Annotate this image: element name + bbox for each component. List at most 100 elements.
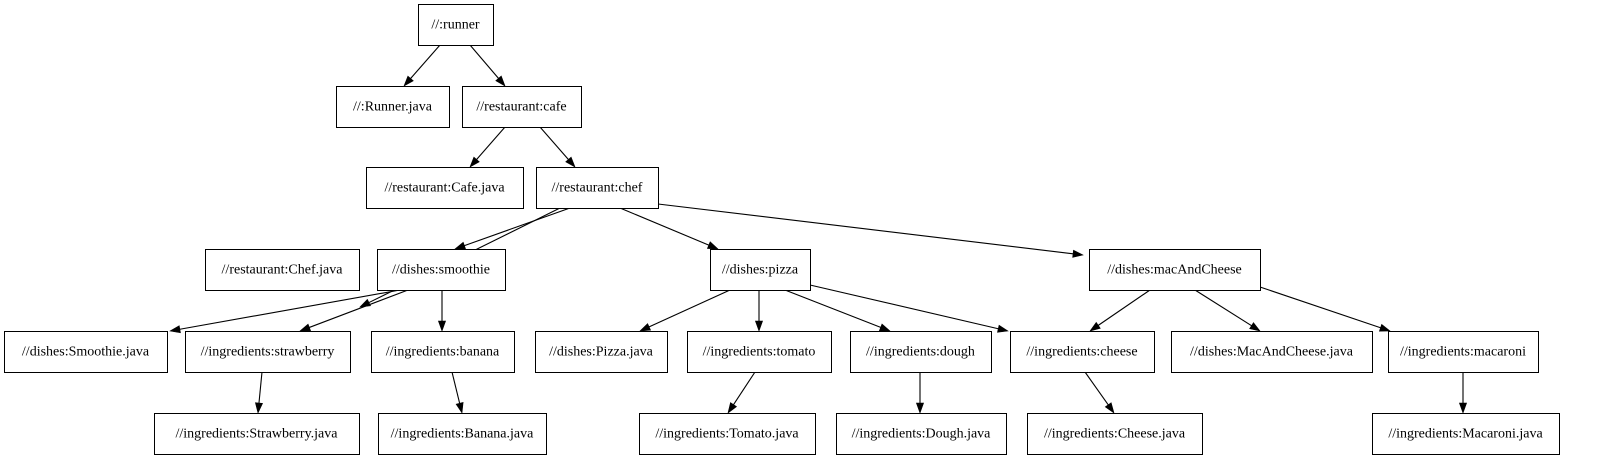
- node-box[interactable]: [536, 167, 659, 209]
- node-box[interactable]: [371, 331, 515, 373]
- node-label: //restaurant:cafe: [476, 100, 566, 115]
- edge-line: [648, 289, 731, 328]
- graph-node-dough[interactable]: //ingredients:dough: [850, 331, 992, 373]
- edge-arrowhead-icon: [1072, 249, 1084, 258]
- edge-arrowhead-icon: [727, 402, 738, 414]
- node-box[interactable]: [4, 331, 168, 373]
- edge-arrowhead-icon: [495, 75, 506, 87]
- node-box[interactable]: [418, 4, 494, 46]
- edge-arrowhead-icon: [169, 325, 181, 334]
- graph-edge: [784, 289, 891, 332]
- graph-node-macaroni[interactable]: //ingredients:macaroni: [1388, 331, 1539, 373]
- edge-arrowhead-icon: [1104, 402, 1115, 414]
- node-box[interactable]: [336, 86, 450, 128]
- graph-edge: [619, 207, 719, 250]
- edge-line: [1259, 286, 1381, 329]
- node-box[interactable]: [154, 413, 360, 455]
- graph-node-macandcheese_java[interactable]: //dishes:MacAndCheese.java: [1171, 331, 1373, 373]
- edge-arrowhead-icon: [706, 241, 719, 250]
- graph-node-tomato[interactable]: //ingredients:tomato: [687, 331, 832, 373]
- edge-arrowhead-icon: [878, 323, 891, 332]
- graph-node-chef_java[interactable]: //restaurant:Chef.java: [205, 249, 360, 291]
- graph-node-cheese[interactable]: //ingredients:cheese: [1010, 331, 1155, 373]
- graph-node-banana[interactable]: //ingredients:banana: [371, 331, 515, 373]
- edge-line: [733, 371, 756, 405]
- node-label: //ingredients:tomato: [703, 345, 816, 360]
- graph-node-cheese_java[interactable]: //ingredients:Cheese.java: [1027, 413, 1203, 455]
- edge-line: [469, 44, 499, 79]
- node-label: //:runner: [431, 18, 480, 33]
- graph-edge: [657, 203, 1084, 258]
- graph-edge: [915, 372, 925, 414]
- graph-edge: [451, 371, 464, 414]
- node-box[interactable]: [377, 249, 506, 291]
- graph-node-smoothie_java[interactable]: //dishes:Smoothie.java: [4, 331, 168, 373]
- node-box[interactable]: [710, 249, 811, 291]
- node-box[interactable]: [462, 86, 582, 128]
- node-box[interactable]: [1372, 413, 1560, 455]
- node-box[interactable]: [205, 249, 360, 291]
- graph-edge: [539, 126, 576, 168]
- node-label: //ingredients:Strawberry.java: [176, 427, 339, 442]
- graph-edge: [169, 289, 401, 334]
- edge-line: [619, 207, 709, 246]
- graph-node-runner_java[interactable]: //:Runner.java: [336, 86, 450, 128]
- node-label: //ingredients:Macaroni.java: [1388, 427, 1543, 442]
- node-label: //restaurant:Cafe.java: [384, 181, 505, 196]
- node-box[interactable]: [836, 413, 1007, 455]
- edge-line: [1194, 289, 1252, 327]
- edge-line: [258, 371, 263, 404]
- graph-node-cafe[interactable]: //restaurant:cafe: [462, 86, 582, 128]
- nodes-layer: //:runner //:Runner.java //restaurant:cafe…: [4, 4, 1560, 455]
- node-label: //dishes:pizza: [722, 263, 799, 278]
- edge-line: [451, 371, 461, 404]
- graph-node-banana_java[interactable]: //ingredients:Banana.java: [378, 413, 547, 455]
- node-label: //ingredients:Banana.java: [391, 427, 534, 442]
- node-box[interactable]: [639, 413, 816, 455]
- edge-arrowhead-icon: [469, 156, 480, 168]
- graph-edge: [639, 289, 731, 332]
- graph-node-macaroni_java[interactable]: //ingredients:Macaroni.java: [1372, 413, 1560, 455]
- graph-node-cafe_java[interactable]: //restaurant:Cafe.java: [366, 167, 524, 209]
- edge-line: [784, 289, 881, 328]
- graph-node-runner[interactable]: //:runner: [418, 4, 494, 46]
- node-box[interactable]: [378, 413, 547, 455]
- graph-edge: [1194, 289, 1261, 332]
- graph-edge: [437, 290, 447, 332]
- graph-node-pizza_java[interactable]: //dishes:Pizza.java: [535, 331, 668, 373]
- graph-edge: [403, 44, 441, 87]
- graph-edge: [1259, 286, 1391, 332]
- graph-node-chef[interactable]: //restaurant:chef: [536, 167, 659, 209]
- node-box[interactable]: [185, 331, 351, 373]
- graph-node-dough_java[interactable]: //ingredients:Dough.java: [836, 413, 1007, 455]
- node-box[interactable]: [687, 331, 832, 373]
- graph-node-pizza[interactable]: //dishes:pizza: [710, 249, 811, 291]
- graph-edge: [727, 371, 756, 414]
- graph-node-tomato_java[interactable]: //ingredients:Tomato.java: [639, 413, 816, 455]
- edge-arrowhead-icon: [299, 323, 312, 332]
- node-box[interactable]: [366, 167, 524, 209]
- graph-node-strawberry_java[interactable]: //ingredients:Strawberry.java: [154, 413, 360, 455]
- graph-edge: [1089, 289, 1151, 332]
- node-box[interactable]: [1171, 331, 1373, 373]
- graph-node-strawberry[interactable]: //ingredients:strawberry: [185, 331, 351, 373]
- graph-edge: [469, 44, 506, 87]
- node-label: //ingredients:Tomato.java: [655, 427, 799, 442]
- graph-node-macandcheese[interactable]: //dishes:macAndCheese: [1089, 249, 1261, 291]
- node-label: //ingredients:macaroni: [1400, 345, 1526, 360]
- node-label: //ingredients:banana: [386, 345, 500, 360]
- edge-line: [1097, 289, 1151, 326]
- edge-arrowhead-icon: [403, 75, 414, 87]
- node-box[interactable]: [1089, 249, 1261, 291]
- edge-line: [410, 44, 441, 79]
- node-box[interactable]: [535, 331, 668, 373]
- edge-line: [1084, 371, 1109, 406]
- edge-line: [464, 207, 571, 247]
- node-box[interactable]: [1388, 331, 1539, 373]
- node-box[interactable]: [1010, 331, 1155, 373]
- graph-node-smoothie[interactable]: //dishes:smoothie: [377, 249, 506, 291]
- graph-edge: [454, 207, 571, 250]
- node-box[interactable]: [850, 331, 992, 373]
- node-box[interactable]: [1027, 413, 1203, 455]
- edge-line: [539, 126, 569, 160]
